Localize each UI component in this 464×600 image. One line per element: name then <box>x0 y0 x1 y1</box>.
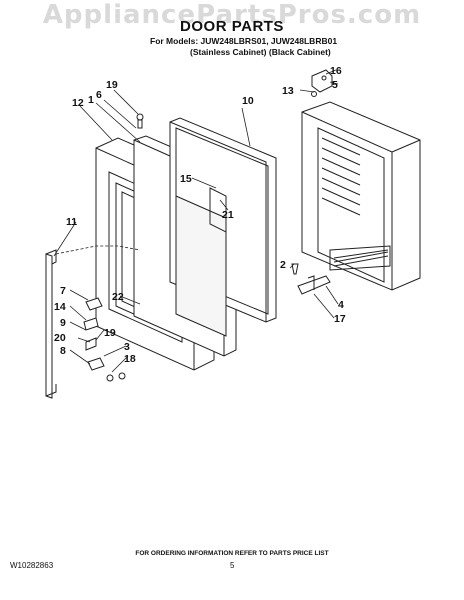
callout-16: 16 <box>330 65 342 77</box>
callout-21: 21 <box>222 209 234 221</box>
document-number: W10282863 <box>10 561 54 570</box>
callout-9: 9 <box>60 317 66 329</box>
glass-panel <box>175 187 227 337</box>
bottom-hinge <box>297 275 331 295</box>
callout-1: 1 <box>88 94 94 106</box>
door-handle <box>45 249 57 399</box>
callout-labels: 19 6 1 12 10 15 21 11 22 7 14 9 20 8 19 … <box>54 65 346 365</box>
callout-18: 18 <box>124 353 136 365</box>
callout-22: 22 <box>112 291 124 303</box>
callout-20: 20 <box>54 332 66 344</box>
door-hardware <box>83 91 317 382</box>
callout-15: 15 <box>180 173 192 185</box>
callout-8: 8 <box>60 345 66 357</box>
callout-12: 12 <box>72 97 84 109</box>
page-title: DOOR PARTS <box>180 18 284 35</box>
cabinet-line: (Stainless Cabinet) (Black Cabinet) <box>190 47 331 57</box>
callout-13: 13 <box>282 85 294 97</box>
callout-3: 3 <box>124 341 130 353</box>
top-hinge <box>311 69 333 93</box>
callout-2: 2 <box>280 259 286 271</box>
callout-7: 7 <box>60 285 66 297</box>
callout-19-bottom: 19 <box>104 327 116 339</box>
ordering-note: FOR ORDERING INFORMATION REFER TO PARTS … <box>135 550 329 557</box>
models-line: For Models: JUW248LBRS01, JUW248LBRB01 <box>150 36 338 46</box>
watermark: AppliancePartsPros.com <box>42 0 422 30</box>
callout-14: 14 <box>54 301 66 313</box>
callout-17: 17 <box>334 313 346 325</box>
cabinet-body <box>301 101 421 291</box>
leader-lines <box>53 69 339 373</box>
page-number: 5 <box>230 561 235 570</box>
callout-4: 4 <box>338 299 344 311</box>
callout-11: 11 <box>66 216 77 228</box>
callout-5: 5 <box>332 79 338 91</box>
callout-19-top: 19 <box>106 79 118 91</box>
callout-10: 10 <box>242 95 254 107</box>
callout-6: 6 <box>96 89 102 101</box>
